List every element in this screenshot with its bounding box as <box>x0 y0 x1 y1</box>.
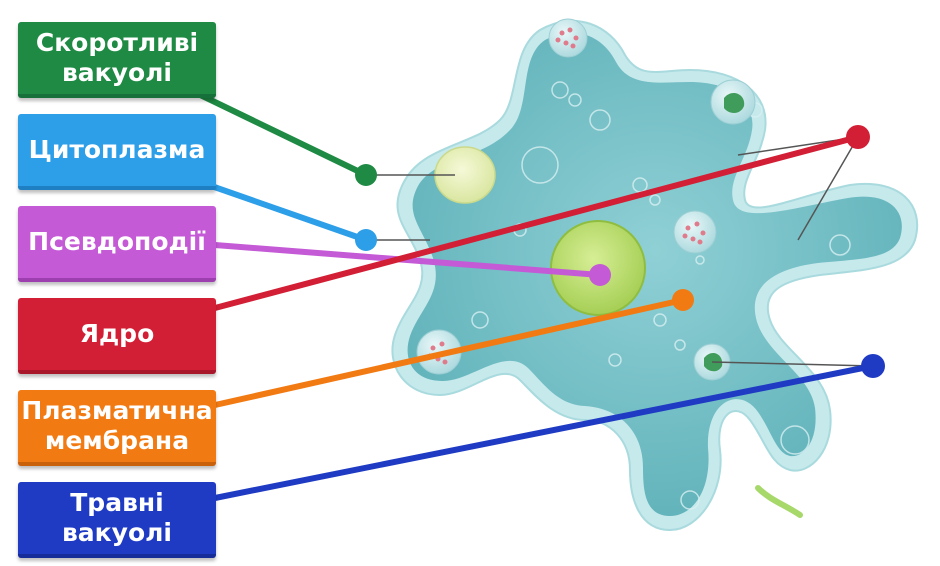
dot-contractile-vacuole[interactable] <box>355 164 377 186</box>
connector-food-vacuoles <box>212 363 876 501</box>
label-food-vacuoles[interactable]: Травні вакуолі <box>18 482 216 558</box>
cytoplasm <box>407 32 902 516</box>
connector-nucleus <box>212 134 861 311</box>
label-pseudopodia[interactable]: Псевдоподії <box>18 206 216 282</box>
dot-cytoplasm[interactable] <box>355 229 377 251</box>
dot-plasma-membrane[interactable] <box>672 289 694 311</box>
amoeba-cell <box>391 18 919 532</box>
label-nucleus[interactable]: Ядро <box>18 298 216 374</box>
connector-lines <box>187 87 876 501</box>
label-plasma-membrane[interactable]: Плазматична мембрана <box>18 390 216 466</box>
dot-pseudopodia[interactable] <box>589 264 611 286</box>
label-contractile-vacuoles[interactable]: Скоротливі вакуолі <box>18 22 216 98</box>
dot-nucleus[interactable] <box>846 125 870 149</box>
bacterium <box>755 485 803 518</box>
label-cytoplasm[interactable]: Цитоплазма <box>18 114 216 190</box>
connector-contractile-vacuole <box>187 87 369 178</box>
connector-cytoplasm <box>197 179 369 243</box>
endpoint-dots <box>355 125 885 378</box>
connector-plasma-membrane <box>212 297 686 408</box>
connector-pseudopodia <box>212 242 603 278</box>
dot-food-vacuoles[interactable] <box>861 354 885 378</box>
